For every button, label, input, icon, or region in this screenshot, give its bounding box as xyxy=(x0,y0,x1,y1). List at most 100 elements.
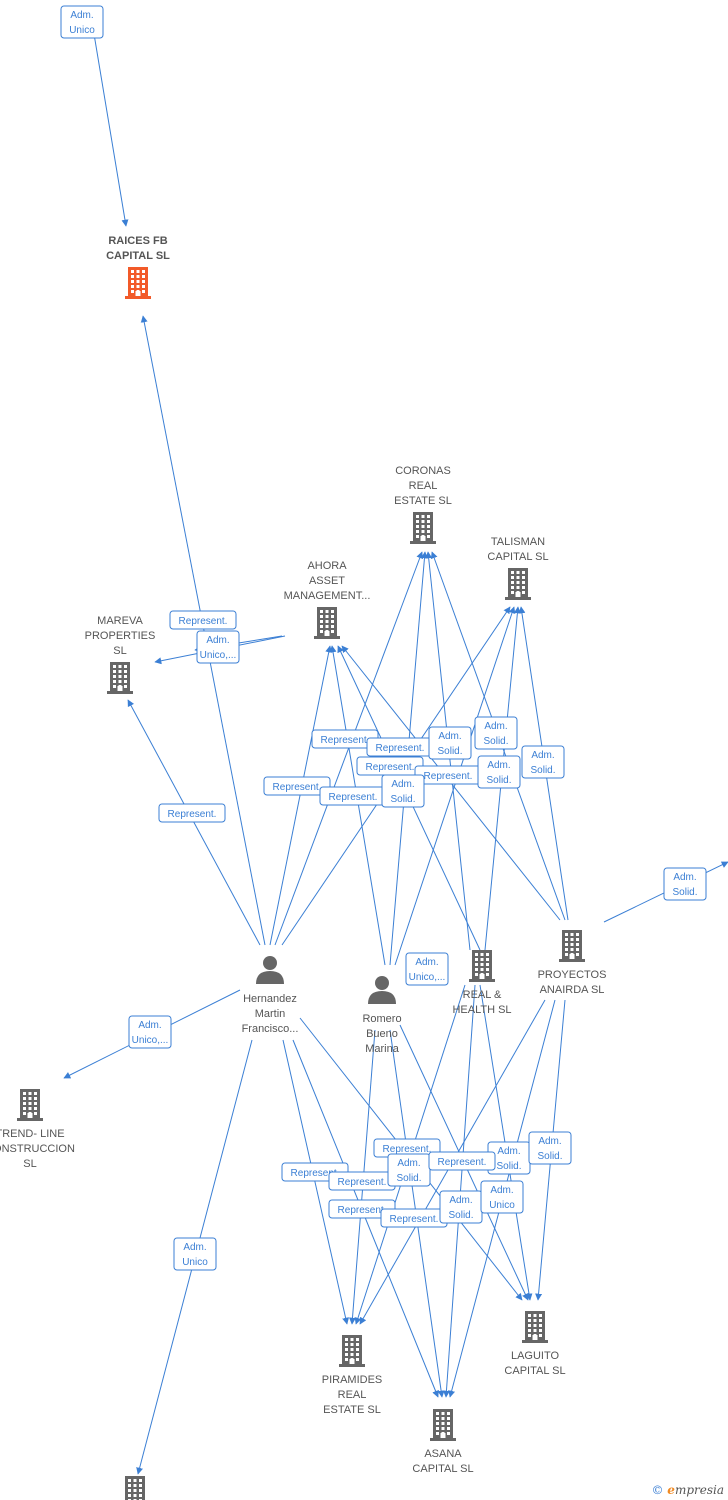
edge-label-text: Adm. xyxy=(449,1195,472,1206)
edge-label-27[interactable]: Adm. Solid. xyxy=(439,1190,483,1224)
edge-label-text: Solid. xyxy=(390,794,415,805)
edge-label-text: Adm. xyxy=(497,1146,520,1157)
edge-label-text: Represent. xyxy=(291,1168,340,1179)
edge-label-18[interactable]: Adm.Unico xyxy=(173,1237,217,1271)
romero-person-icon[interactable] xyxy=(368,976,396,1004)
edge-label-20[interactable]: Represent. xyxy=(328,1171,396,1191)
edge-label-6[interactable]: Represent. xyxy=(366,737,434,757)
edge-label-14[interactable]: Adm.Solid. xyxy=(477,755,521,789)
edge-label-text: Represent. xyxy=(273,782,322,793)
edge-0 xyxy=(89,9,129,227)
node-label-asana: CAPITAL SL xyxy=(412,1463,473,1475)
node-label-proyectos: ANAIRDA SL xyxy=(540,984,605,996)
node-label-piramides: ESTATE SL xyxy=(323,1404,381,1416)
edge-label-2[interactable]: Adm.Unico,... xyxy=(196,630,240,664)
brand-watermark: © empresia xyxy=(651,1483,724,1497)
edge-label-text: Represent. xyxy=(338,1177,387,1188)
raices-building-icon[interactable] xyxy=(125,267,151,299)
edge-label-1[interactable]: Represent. xyxy=(169,610,237,630)
edge-19 xyxy=(282,1039,350,1325)
asana-building-icon[interactable] xyxy=(430,1409,456,1441)
edge-label-12[interactable]: Adm.Solid. xyxy=(521,745,565,779)
edge-label-4[interactable]: Represent. xyxy=(263,776,331,796)
edge-label-10[interactable]: Adm.Solid. xyxy=(428,726,472,760)
mareva-building-icon[interactable] xyxy=(107,662,133,694)
node-trendline[interactable]: TREND- LINECONSTRUCCIONSL xyxy=(0,1089,75,1170)
edge-label-text: Adm. xyxy=(391,779,414,790)
edge-label-text: Solid. xyxy=(483,736,508,747)
edge-label-text: Adm. xyxy=(397,1158,420,1169)
edge-label-16[interactable]: Adm. Unico,... xyxy=(128,1015,172,1049)
node-label-ahora: AHORA xyxy=(307,560,347,572)
ahora-building-icon[interactable] xyxy=(314,607,340,639)
edge-label-23[interactable]: Represent. xyxy=(380,1208,448,1228)
node-raices[interactable]: RAICES FB CAPITAL SL xyxy=(106,235,170,299)
nodes-layer: RAICES FB CAPITAL SL CORONAS REAL ESTATE SL T… xyxy=(0,235,606,1500)
node-label-raices: RAICES FB xyxy=(108,235,167,247)
edge-label-text: Represent. xyxy=(390,1214,439,1225)
edge-label-text: Adm. xyxy=(487,760,510,771)
edge-label-5[interactable]: Represent. xyxy=(311,729,379,749)
edge-label-text: Unico,... xyxy=(200,650,237,661)
edge-label-text: Represent. xyxy=(168,809,217,820)
node-hernandez[interactable]: HernandezMartinFrancisco... xyxy=(242,956,299,1035)
proyectos-building-icon[interactable] xyxy=(559,930,585,962)
edge-label-text: Unico xyxy=(489,1200,515,1211)
node-realhealth[interactable]: REAL & HEALTH SL xyxy=(452,950,512,1016)
node-label-coronas: CORONAS xyxy=(395,465,451,477)
node-label-raices: CAPITAL SL xyxy=(106,250,170,262)
node-label-mareva: SL xyxy=(113,645,126,657)
edge-label-3[interactable]: Represent. xyxy=(158,803,226,823)
piramides-building-icon[interactable] xyxy=(339,1335,365,1367)
edge-label-22[interactable]: Represent. xyxy=(328,1199,396,1219)
edge-label-26[interactable]: Adm.Solid. xyxy=(528,1131,572,1165)
hernandez-person-icon[interactable] xyxy=(256,956,284,984)
edge-label-24[interactable]: Adm.Solid. xyxy=(387,1153,431,1187)
node-label-hernandez: Francisco... xyxy=(242,1023,299,1035)
edge-label-text: Adm. xyxy=(531,750,554,761)
edge-label-0[interactable]: Adm.Unico xyxy=(60,5,104,39)
node-label-coronas: REAL xyxy=(409,480,438,492)
edge-label-text: Adm. xyxy=(490,1185,513,1196)
edge-label-13[interactable]: Adm. Solid. xyxy=(381,774,425,808)
node-label-realhealth: REAL & xyxy=(463,989,502,1001)
laguito-building-icon[interactable] xyxy=(522,1311,548,1343)
edge-label-x0[interactable]: Represent. xyxy=(428,1151,496,1171)
trendline-building-icon[interactable] xyxy=(17,1089,43,1121)
edge-label-9[interactable]: Represent. xyxy=(414,765,482,785)
edge-label-text: Represent. xyxy=(179,616,228,627)
node-ahora[interactable]: AHORAASSETMANAGEMENT... xyxy=(284,560,371,639)
edge-label-7[interactable]: Represent. xyxy=(356,756,424,776)
edge-label-text: Adm. xyxy=(538,1136,561,1147)
node-label-romero: Romero xyxy=(362,1013,401,1025)
edge-label-text: Represent. xyxy=(338,1205,387,1216)
edge-label-28[interactable]: Adm. Unico xyxy=(480,1180,524,1214)
realhealth-building-icon[interactable] xyxy=(469,950,495,982)
node-label-mareva: PROPERTIES xyxy=(85,630,156,642)
edge-label-text: Adm. xyxy=(70,10,93,21)
node-bottom[interactable] xyxy=(122,1476,148,1500)
edge-label-text: Represent. xyxy=(321,735,370,746)
node-label-ahora: MANAGEMENT... xyxy=(284,590,371,602)
edge-label-text: Represent. xyxy=(438,1157,487,1168)
edge-label-8[interactable]: Represent. xyxy=(319,786,387,806)
edge-label-text: Adm. xyxy=(183,1242,206,1253)
edge-label-text: Unico,... xyxy=(132,1035,169,1046)
edge-label-text: Adm. xyxy=(138,1020,161,1031)
edge-label-15[interactable]: Adm.Solid. xyxy=(663,867,707,901)
talisman-building-icon[interactable] xyxy=(505,568,531,600)
edge-label-text: Solid. xyxy=(448,1210,473,1221)
coronas-building-icon[interactable] xyxy=(410,512,436,544)
edge-label-17[interactable]: Adm.Unico,... xyxy=(405,952,449,986)
edge-label-11[interactable]: Adm.Solid. xyxy=(474,716,518,750)
bottom-building-icon[interactable] xyxy=(122,1476,148,1500)
node-label-realhealth: HEALTH SL xyxy=(452,1004,511,1016)
